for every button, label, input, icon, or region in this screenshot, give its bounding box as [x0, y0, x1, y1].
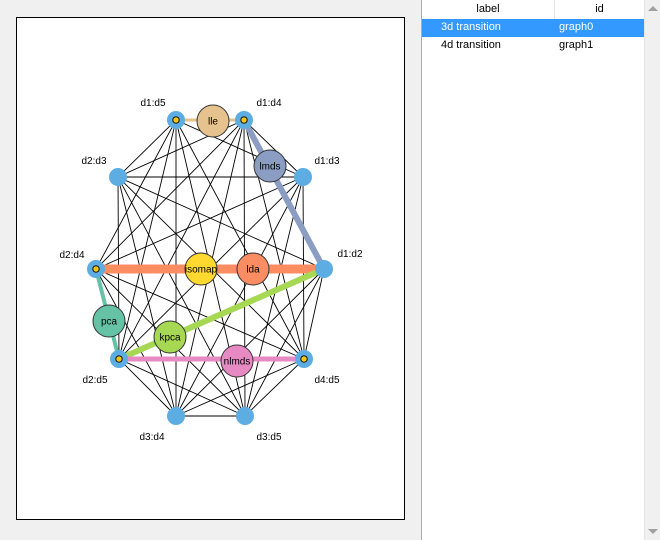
anchor-marker-d1d5 [172, 116, 180, 124]
edge-line [95, 176, 304, 270]
edge-line [95, 268, 177, 417]
edge-line [95, 268, 305, 360]
anchor-label-d4d5: d4:d5 [314, 375, 339, 386]
anchor-label-d3d5: d3:d5 [256, 432, 281, 443]
row-label-cell: 3d transition [441, 21, 501, 33]
graph-list-panel: label id 3d transition graph0 4d transit… [421, 0, 660, 540]
anchor-node-d1d3[interactable] [294, 168, 312, 186]
edge-line [118, 358, 246, 417]
graph-canvas[interactable]: d1:d5 d1:d4 d2:d3 d1:d3 d2:d4 d1:d2 d2:d5 d4:d5… [16, 17, 405, 520]
table-row[interactable]: 4d transition graph1 [422, 37, 644, 55]
row-id-cell: graph1 [559, 39, 594, 51]
anchor-marker-d2d4 [92, 265, 100, 273]
anchor-label-d1d5: d1:d5 [140, 98, 165, 109]
method-node-lle[interactable] [196, 104, 230, 138]
method-label-nlmds: nlmds [224, 357, 251, 368]
edge-line [95, 119, 245, 270]
method-label-pca: pca [101, 317, 118, 328]
anchor-label-d1d3: d1:d3 [314, 156, 339, 167]
vertical-scrollbar[interactable] [644, 0, 660, 540]
edge-line [243, 119, 305, 360]
method-node-isomap[interactable] [184, 252, 218, 286]
edge-line [117, 176, 246, 417]
edge-line [244, 268, 325, 417]
table-header: label id [422, 0, 644, 20]
edge-line [118, 358, 177, 417]
edge-line [243, 119, 304, 178]
anchor-marker-d4d5 [300, 355, 308, 363]
method-edge-kpca [116, 266, 327, 362]
anchor-node-d3d4[interactable] [167, 407, 185, 425]
method-label-isomap: isomap [185, 265, 218, 276]
edge-line [118, 119, 177, 360]
method-node-pca[interactable] [92, 304, 126, 338]
anchor-label-d2d3: d2:d3 [81, 156, 106, 167]
edge-line [175, 358, 305, 417]
edge-line [117, 176, 325, 270]
method-edge-lmds [241, 117, 327, 272]
method-edges-layer [91, 117, 329, 362]
row-id-cell: graph0 [559, 21, 594, 33]
method-label-lle: lle [208, 117, 218, 128]
anchor-node-d3d5[interactable] [236, 407, 254, 425]
edge-line [117, 176, 177, 417]
column-header-id[interactable]: id [595, 3, 604, 15]
anchor-label-d3d4: d3:d4 [139, 432, 164, 443]
edge-line [175, 268, 325, 417]
anchor-marker-d2d5 [115, 355, 123, 363]
bottom-strip [0, 534, 421, 540]
anchor-marker-d1d4 [240, 116, 248, 124]
edge-line [303, 268, 325, 360]
table-row[interactable]: 3d transition graph0 [422, 19, 644, 37]
method-node-nlmds[interactable] [220, 344, 254, 378]
anchor-label-d2d5: d2:d5 [82, 375, 107, 386]
anchor-label-d1d4: d1:d4 [256, 98, 281, 109]
edge-line [117, 119, 177, 178]
method-node-lmds[interactable] [253, 149, 287, 183]
method-node-kpca[interactable] [153, 320, 187, 354]
graph-view[interactable]: d1:d5 d1:d4 d2:d3 d1:d3 d2:d4 d1:d2 d2:d5 d4:d5… [17, 18, 406, 521]
method-node-lda[interactable] [236, 252, 270, 286]
method-label-lmds: lmds [259, 162, 280, 173]
row-label-cell: 4d transition [441, 39, 501, 51]
edge-line [244, 358, 305, 417]
anchor-node-d2d3[interactable] [109, 168, 127, 186]
method-label-lda: lda [246, 265, 260, 276]
method-label-kpca: kpca [159, 333, 181, 344]
edge-line [175, 176, 304, 417]
anchor-label-d2d4: d2:d4 [59, 250, 84, 261]
scroll-down-icon[interactable] [648, 529, 658, 534]
column-header-label[interactable]: label [422, 0, 555, 19]
scroll-up-icon[interactable] [648, 6, 658, 11]
anchor-label-d1d2: d1:d2 [337, 249, 362, 260]
anchor-node-d1d2[interactable] [315, 260, 333, 278]
